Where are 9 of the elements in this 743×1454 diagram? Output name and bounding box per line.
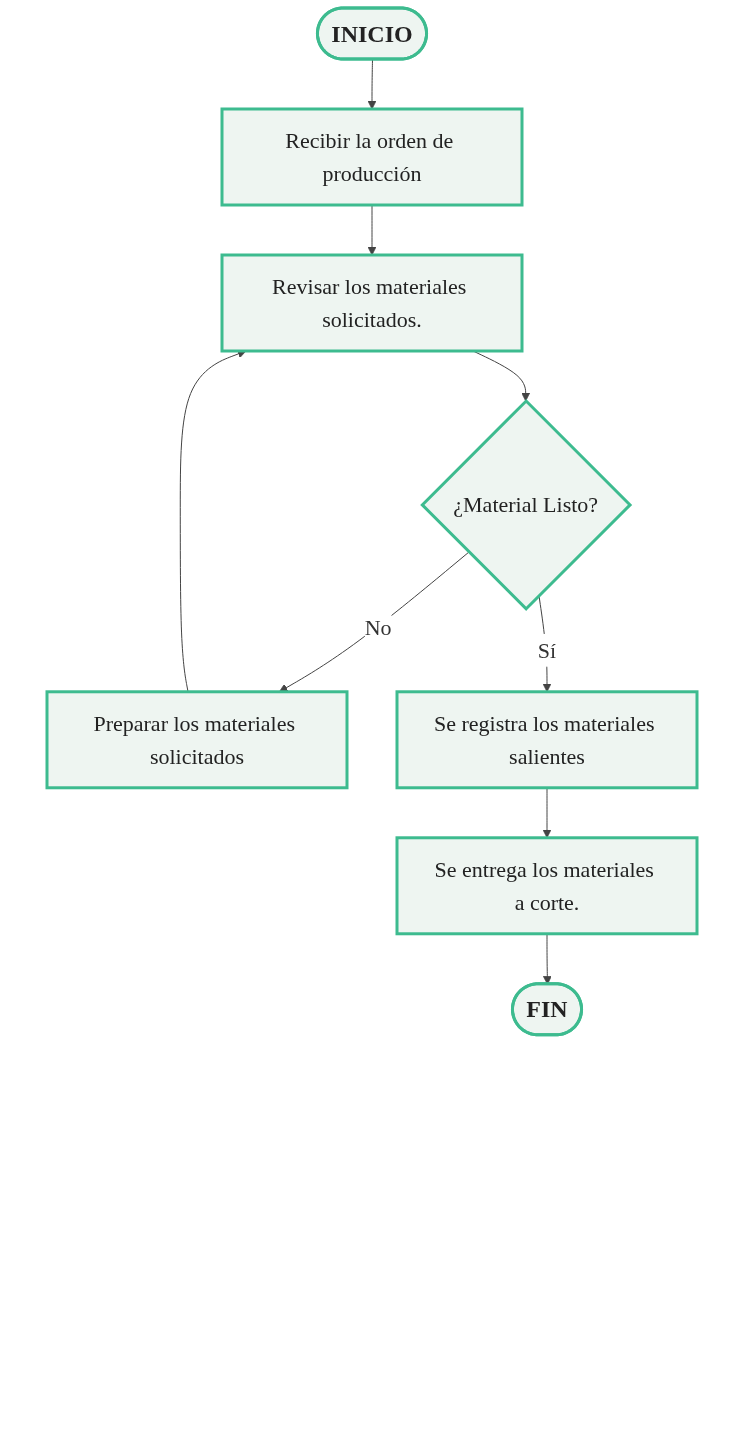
node-box: Se registra los materiales salientes: [395, 690, 698, 790]
node-box: Se entrega los materiales a corte.: [395, 836, 698, 936]
node-diamond: ¿Material Listo?: [419, 398, 632, 611]
node-box: Preparar los materiales solicitados: [45, 690, 348, 790]
node-box: Revisar los materiales solicitados.: [220, 253, 523, 353]
arrow: [367, 59, 376, 110]
edge-label: No: [364, 615, 392, 641]
edge-label: Sí: [537, 637, 556, 663]
node-box: Recibir la orden de producción: [220, 107, 523, 207]
